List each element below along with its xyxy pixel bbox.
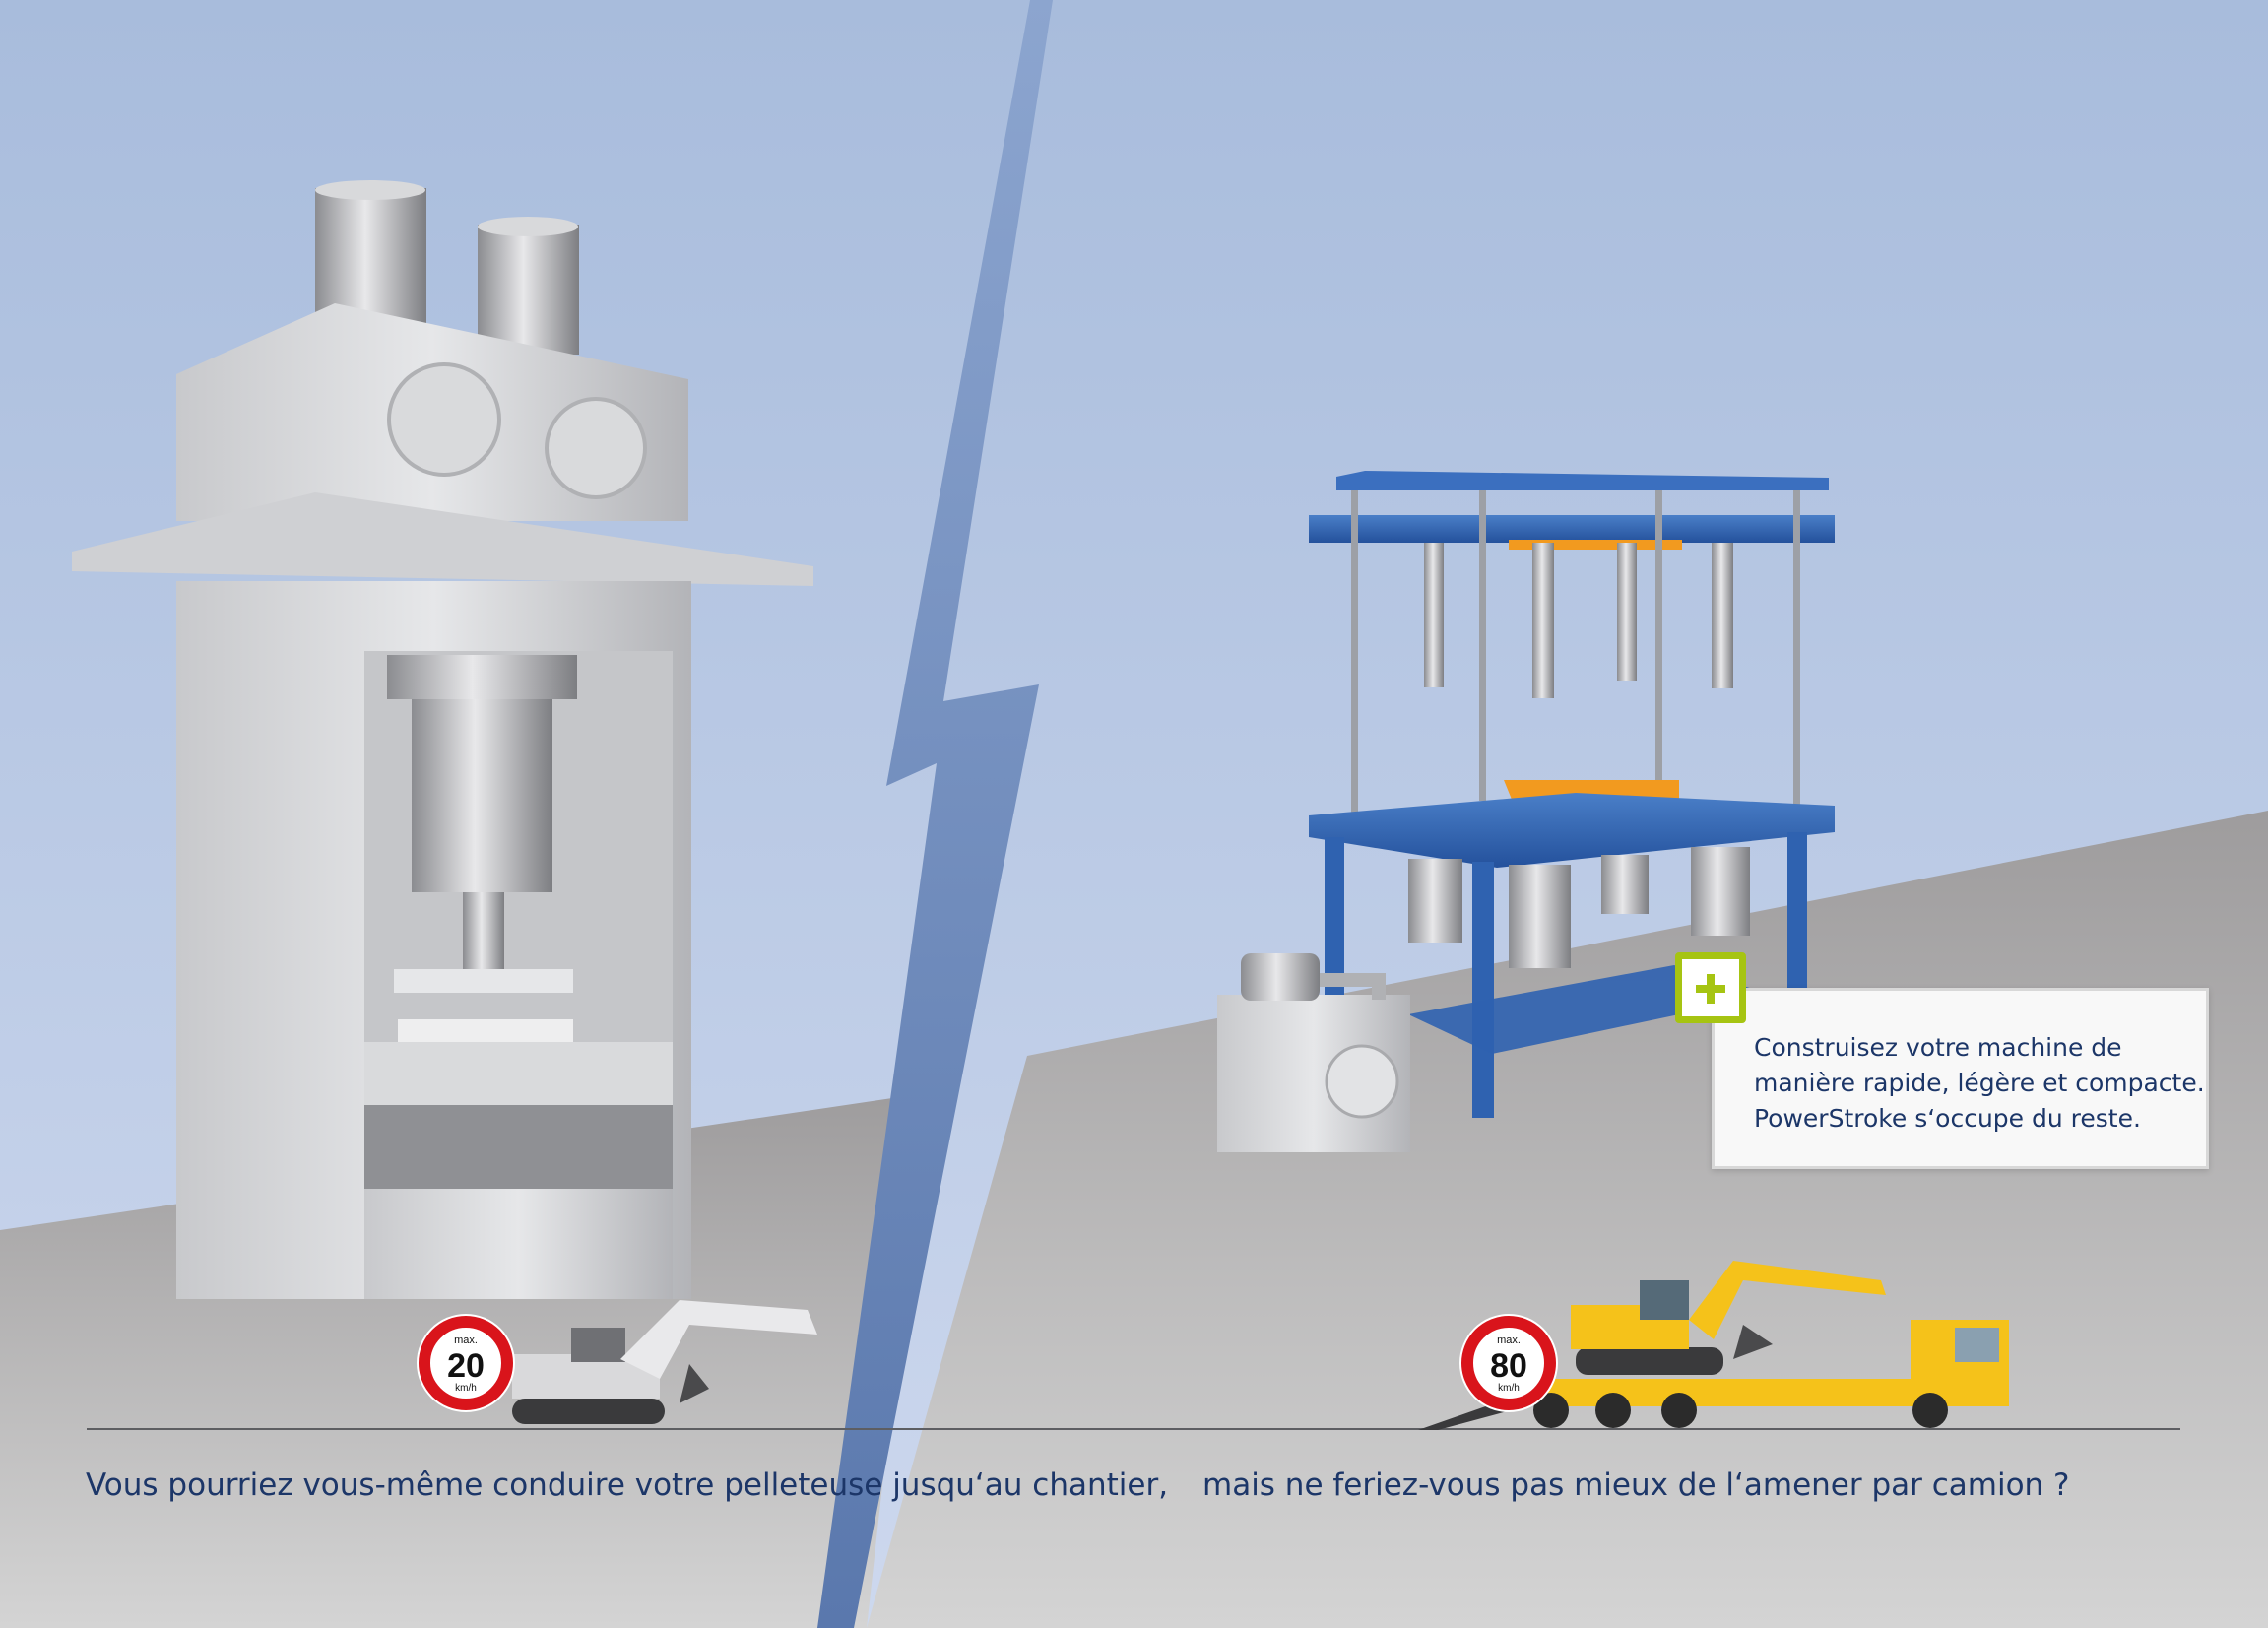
svg-text:km/h: km/h — [1498, 1383, 1520, 1394]
speed-limit-sign-20: max. 20 km/h — [417, 1314, 515, 1412]
svg-text:20: 20 — [447, 1347, 485, 1385]
excavator-grey-illustration — [512, 1300, 817, 1424]
caption-left: Vous pourriez vous-même conduire votre p… — [86, 1467, 1169, 1503]
callout-line: manière rapide, légère et compacte. — [1754, 1069, 2205, 1097]
svg-text:km/h: km/h — [455, 1383, 477, 1394]
powerstroke-machine-illustration — [1217, 471, 1835, 1152]
expand-plus-button[interactable] — [1675, 952, 1746, 1023]
caption-right: mais ne feriez-vous pas mieux de l‘amene… — [1202, 1467, 2070, 1503]
truck-with-excavator-illustration — [1418, 1261, 2009, 1430]
info-callout: Construisez votre machine de manière rap… — [1712, 988, 2209, 1169]
callout-text: Construisez votre machine de manière rap… — [1754, 1030, 2205, 1137]
svg-text:80: 80 — [1490, 1347, 1527, 1385]
lightning-bolt-divider — [817, 0, 1053, 1628]
callout-line: Construisez votre machine de — [1754, 1033, 2122, 1062]
hydraulic-press-illustration — [72, 180, 813, 1299]
svg-text:max.: max. — [1497, 1335, 1521, 1346]
speed-limit-sign-80: max. 80 km/h — [1459, 1314, 1558, 1412]
callout-line: PowerStroke s‘occupe du reste. — [1754, 1104, 2141, 1133]
svg-text:max.: max. — [454, 1335, 478, 1346]
